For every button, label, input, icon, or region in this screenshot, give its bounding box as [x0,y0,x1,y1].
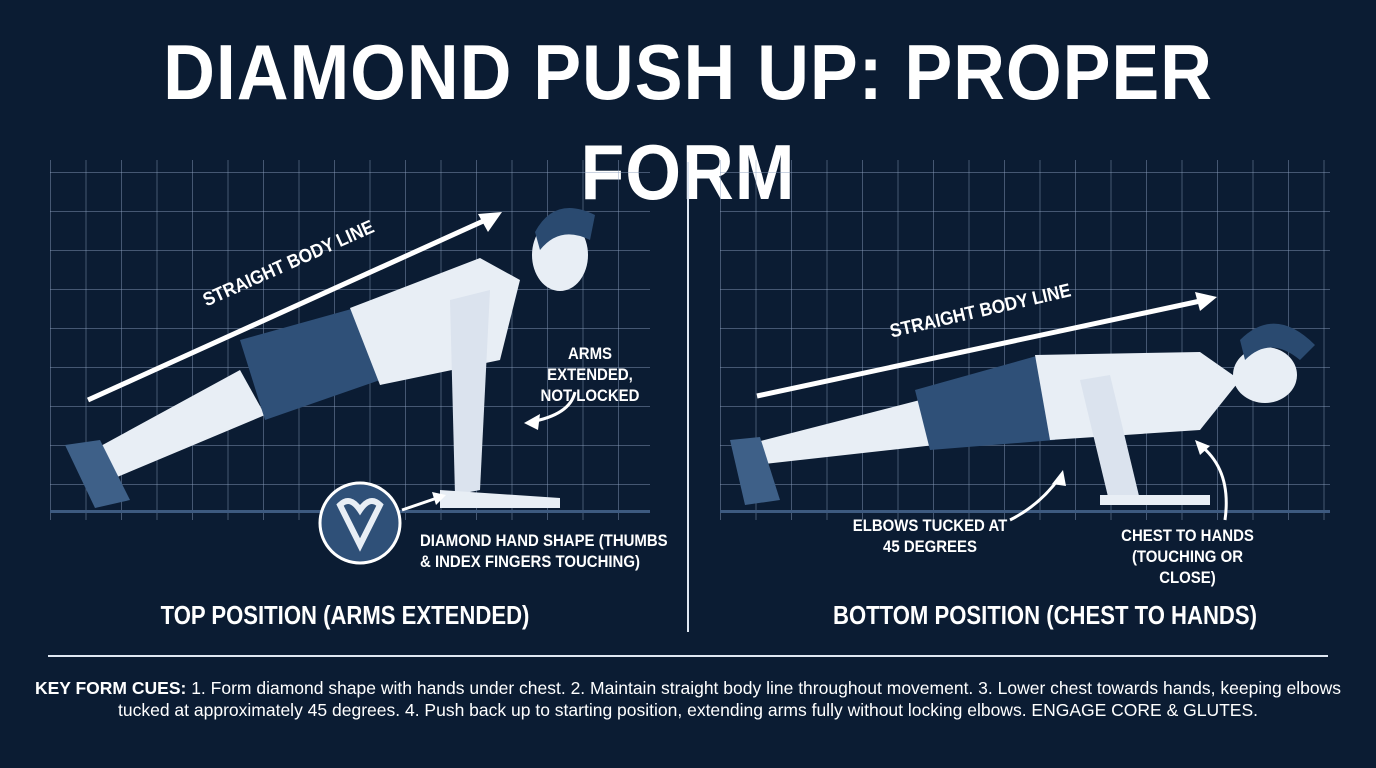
arms-label-line1: ARMS EXTENDED, [547,344,633,384]
chest-to-hands-label: CHEST TO HANDS (TOUCHING OR CLOSE) [1106,525,1269,588]
key-form-cues: KEY FORM CUES: 1. Form diamond shape wit… [30,677,1346,721]
elbows-label-line1: ELBOWS TUCKED AT [852,516,1008,535]
hand-label-line1: DIAMOND HAND SHAPE (THUMBS [420,531,668,550]
top-position-caption: TOP POSITION (ARMS EXTENDED) [160,600,530,630]
chest-label-line1: CHEST TO HANDS [1121,526,1254,545]
panel-divider [687,162,689,632]
arms-label-line2: NOT LOCKED [540,386,640,405]
elbows-label-line2: 45 DEGREES [883,537,977,556]
key-cues-heading: KEY FORM CUES: [34,678,187,698]
key-cues-text: 1. Form diamond shape with hands under c… [118,678,1342,720]
chest-label-line2: (TOUCHING OR CLOSE) [1131,547,1244,587]
elbows-tucked-label: ELBOWS TUCKED AT 45 DEGREES [851,515,1009,557]
arms-extended-label: ARMS EXTENDED, NOT LOCKED [528,343,651,406]
section-divider [48,655,1328,657]
diamond-hand-label: DIAMOND HAND SHAPE (THUMBS & INDEX FINGE… [420,530,668,572]
bottom-position-caption: BOTTOM POSITION (CHEST TO HANDS) [832,600,1257,630]
hand-label-line2: & INDEX FINGERS TOUCHING) [420,552,640,571]
